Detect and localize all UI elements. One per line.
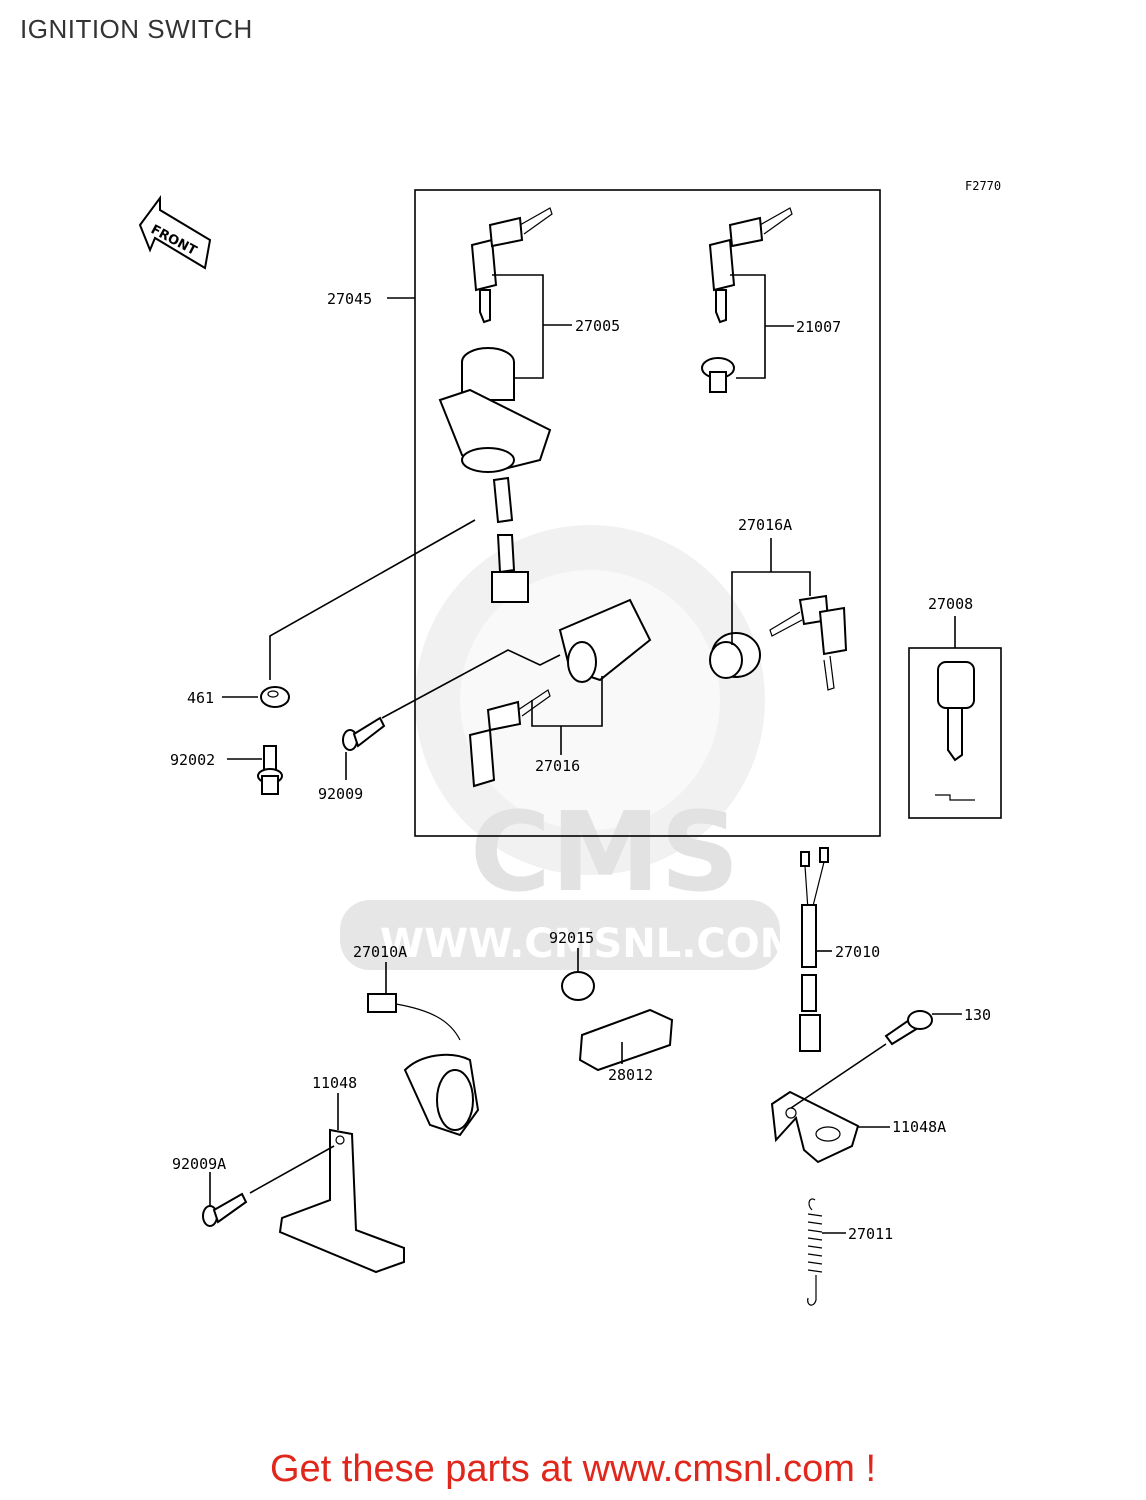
label-27016A: 27016A (738, 516, 792, 534)
label-92002: 92002 (170, 751, 215, 769)
watermark-url: WWW.CMSNL.COM (380, 921, 800, 967)
bolt-130 (884, 1010, 933, 1046)
label-27045: 27045 (327, 290, 372, 308)
key-blank-27008 (935, 661, 975, 801)
label-28012: 28012 (608, 1066, 653, 1084)
page-title: IGNITION SWITCH (20, 14, 253, 44)
pad-28012 (578, 1008, 674, 1072)
key-set-21007 (708, 207, 793, 324)
bracket-11048A (770, 1090, 860, 1164)
label-27010A: 27010A (353, 943, 407, 961)
helmet-lock-27016A (709, 594, 848, 691)
grommet-92015 (561, 971, 595, 1001)
sensor-27010A (367, 993, 480, 1137)
screw-92009A (202, 1192, 248, 1227)
watermark-logo: CMS (470, 788, 739, 916)
bolt-92002 (257, 745, 283, 795)
label-92009A: 92009A (172, 1155, 226, 1173)
label-461: 461 (187, 689, 214, 707)
label-27011: 27011 (848, 1225, 893, 1243)
label-21007: 21007 (796, 318, 841, 336)
label-92009: 92009 (318, 785, 363, 803)
label-92015: 92015 (549, 929, 594, 947)
footer-link[interactable]: Get these parts at www.cmsnl.com ! (269, 1448, 877, 1490)
label-27005: 27005 (575, 317, 620, 335)
label-27010: 27010 (835, 943, 880, 961)
ignition-switch (438, 347, 552, 603)
figure-code: F2770 (965, 179, 1001, 193)
key-set-27005 (470, 207, 553, 324)
switch-27010 (799, 847, 829, 1052)
watermark: CMS WWW.CMSNL.COM (340, 525, 800, 970)
kit-box (414, 189, 881, 837)
seat-lock-27016 (468, 598, 652, 788)
spring-27011 (807, 1198, 823, 1306)
lock-cylinder-21007 (701, 357, 735, 393)
bracket-11048 (278, 1128, 405, 1274)
label-27016: 27016 (535, 757, 580, 775)
leader-lines (209, 274, 962, 1234)
label-27008: 27008 (928, 595, 973, 613)
screw-92009 (342, 716, 386, 751)
label-11048A: 11048A (892, 1118, 946, 1136)
label-11048: 11048 (312, 1074, 357, 1092)
label-130: 130 (964, 1006, 991, 1024)
front-arrow-icon: FRONT (138, 194, 212, 270)
washer-461 (260, 686, 290, 708)
